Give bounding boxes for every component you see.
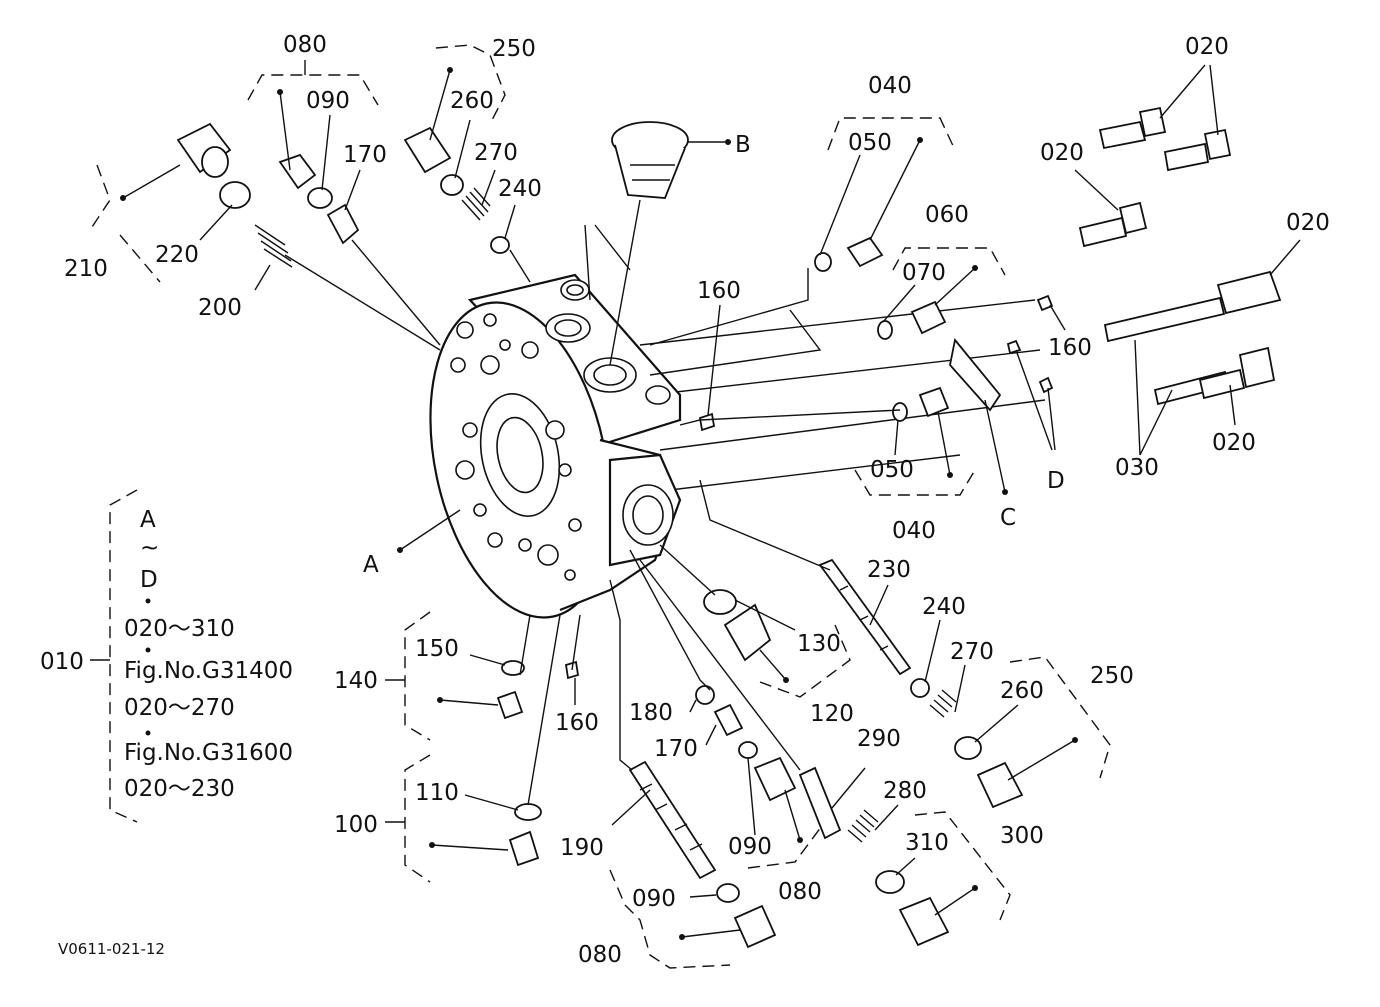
- legend-line-2: ~: [140, 535, 159, 561]
- bottom-parts: [609, 869, 777, 969]
- label-040-mid: 040: [892, 518, 936, 544]
- label-190: 190: [560, 835, 604, 861]
- legend-line-8: 020～230: [124, 776, 235, 802]
- label-080-low: 080: [778, 879, 822, 905]
- label-020-a: 020: [1185, 34, 1229, 60]
- bolt-020-b: [1163, 128, 1232, 172]
- label-100: 100: [334, 812, 378, 838]
- label-010: 010: [40, 649, 84, 675]
- ref-a-leader: [399, 509, 461, 551]
- label-ref-a: A: [363, 552, 379, 578]
- figure-code: V0611-021-12: [58, 940, 165, 958]
- lower-center-parts: [609, 549, 1011, 947]
- legend-line-3: D: [140, 567, 158, 593]
- label-290: 290: [857, 726, 901, 752]
- label-220: 220: [155, 242, 199, 268]
- label-080-bot: 080: [578, 942, 622, 968]
- label-ref-d: D: [1047, 468, 1065, 494]
- label-050-mid: 050: [870, 457, 914, 483]
- label-130: 130: [797, 631, 841, 657]
- legend-line-1: A: [140, 507, 156, 533]
- label-150: 150: [415, 636, 459, 662]
- top-mid-parts: [403, 44, 531, 283]
- label-070: 070: [902, 260, 946, 286]
- label-020-b: 020: [1040, 140, 1084, 166]
- bolt-020-a: [1098, 106, 1167, 150]
- label-020-c: 020: [1286, 210, 1330, 236]
- label-140: 140: [334, 668, 378, 694]
- label-270-mid: 270: [950, 639, 994, 665]
- label-250-mid: 250: [1090, 663, 1134, 689]
- label-090-bot: 090: [632, 886, 676, 912]
- top-left-parts: [89, 60, 441, 351]
- label-160-right: 160: [1048, 335, 1092, 361]
- label-ref-c: C: [1000, 505, 1016, 531]
- label-170-top: 170: [343, 142, 387, 168]
- label-170-low: 170: [654, 736, 698, 762]
- label-090-top: 090: [306, 88, 350, 114]
- legend-line-7: Fig.No.G31600: [124, 740, 293, 766]
- bolt-020-c: [1078, 201, 1148, 248]
- label-230: 230: [867, 557, 911, 583]
- label-160-top: 160: [697, 278, 741, 304]
- label-ref-b: B: [735, 132, 751, 158]
- bolts: [1074, 64, 1301, 456]
- label-060: 060: [925, 202, 969, 228]
- label-120: 120: [810, 701, 854, 727]
- label-050-top: 050: [848, 130, 892, 156]
- label-080-top: 080: [283, 32, 327, 58]
- label-110: 110: [415, 780, 459, 806]
- label-160-low: 160: [555, 710, 599, 736]
- b-fitting: [584, 121, 731, 366]
- right-lower-parts: [699, 479, 1111, 809]
- bolt-030-long: [1103, 270, 1282, 343]
- label-240-mid: 240: [922, 594, 966, 620]
- label-260-top: 260: [450, 88, 494, 114]
- legend: A ~ D 020～310 Fig.No.G31400 020～270 Fig.…: [124, 507, 293, 802]
- label-270-top: 270: [474, 140, 518, 166]
- legend-bracket: [109, 489, 138, 823]
- legend-line-5: Fig.No.G31400: [124, 658, 293, 684]
- valve-body: [429, 273, 1046, 619]
- left-lower-parts: [385, 611, 581, 883]
- label-020-d: 020: [1212, 430, 1256, 456]
- label-040-top: 040: [868, 73, 912, 99]
- label-280: 280: [883, 778, 927, 804]
- label-030: 030: [1115, 455, 1159, 481]
- label-200: 200: [198, 295, 242, 321]
- label-210: 210: [64, 256, 108, 282]
- label-250-top: 250: [492, 36, 536, 62]
- right-top-parts: [649, 117, 1066, 496]
- label-310: 310: [905, 830, 949, 856]
- label-090-low: 090: [728, 834, 772, 860]
- center-lower-parts: [659, 544, 851, 698]
- legend-line-4: 020～310: [124, 616, 235, 642]
- part-labels: 080 250 090 260 170 270 240 210 220 200 …: [40, 32, 1330, 968]
- label-260-mid: 260: [1000, 678, 1044, 704]
- label-180: 180: [629, 700, 673, 726]
- legend-line-6: 020～270: [124, 695, 235, 721]
- label-240-top: 240: [498, 176, 542, 202]
- bolt-020-d: [1153, 346, 1276, 406]
- label-300: 300: [1000, 823, 1044, 849]
